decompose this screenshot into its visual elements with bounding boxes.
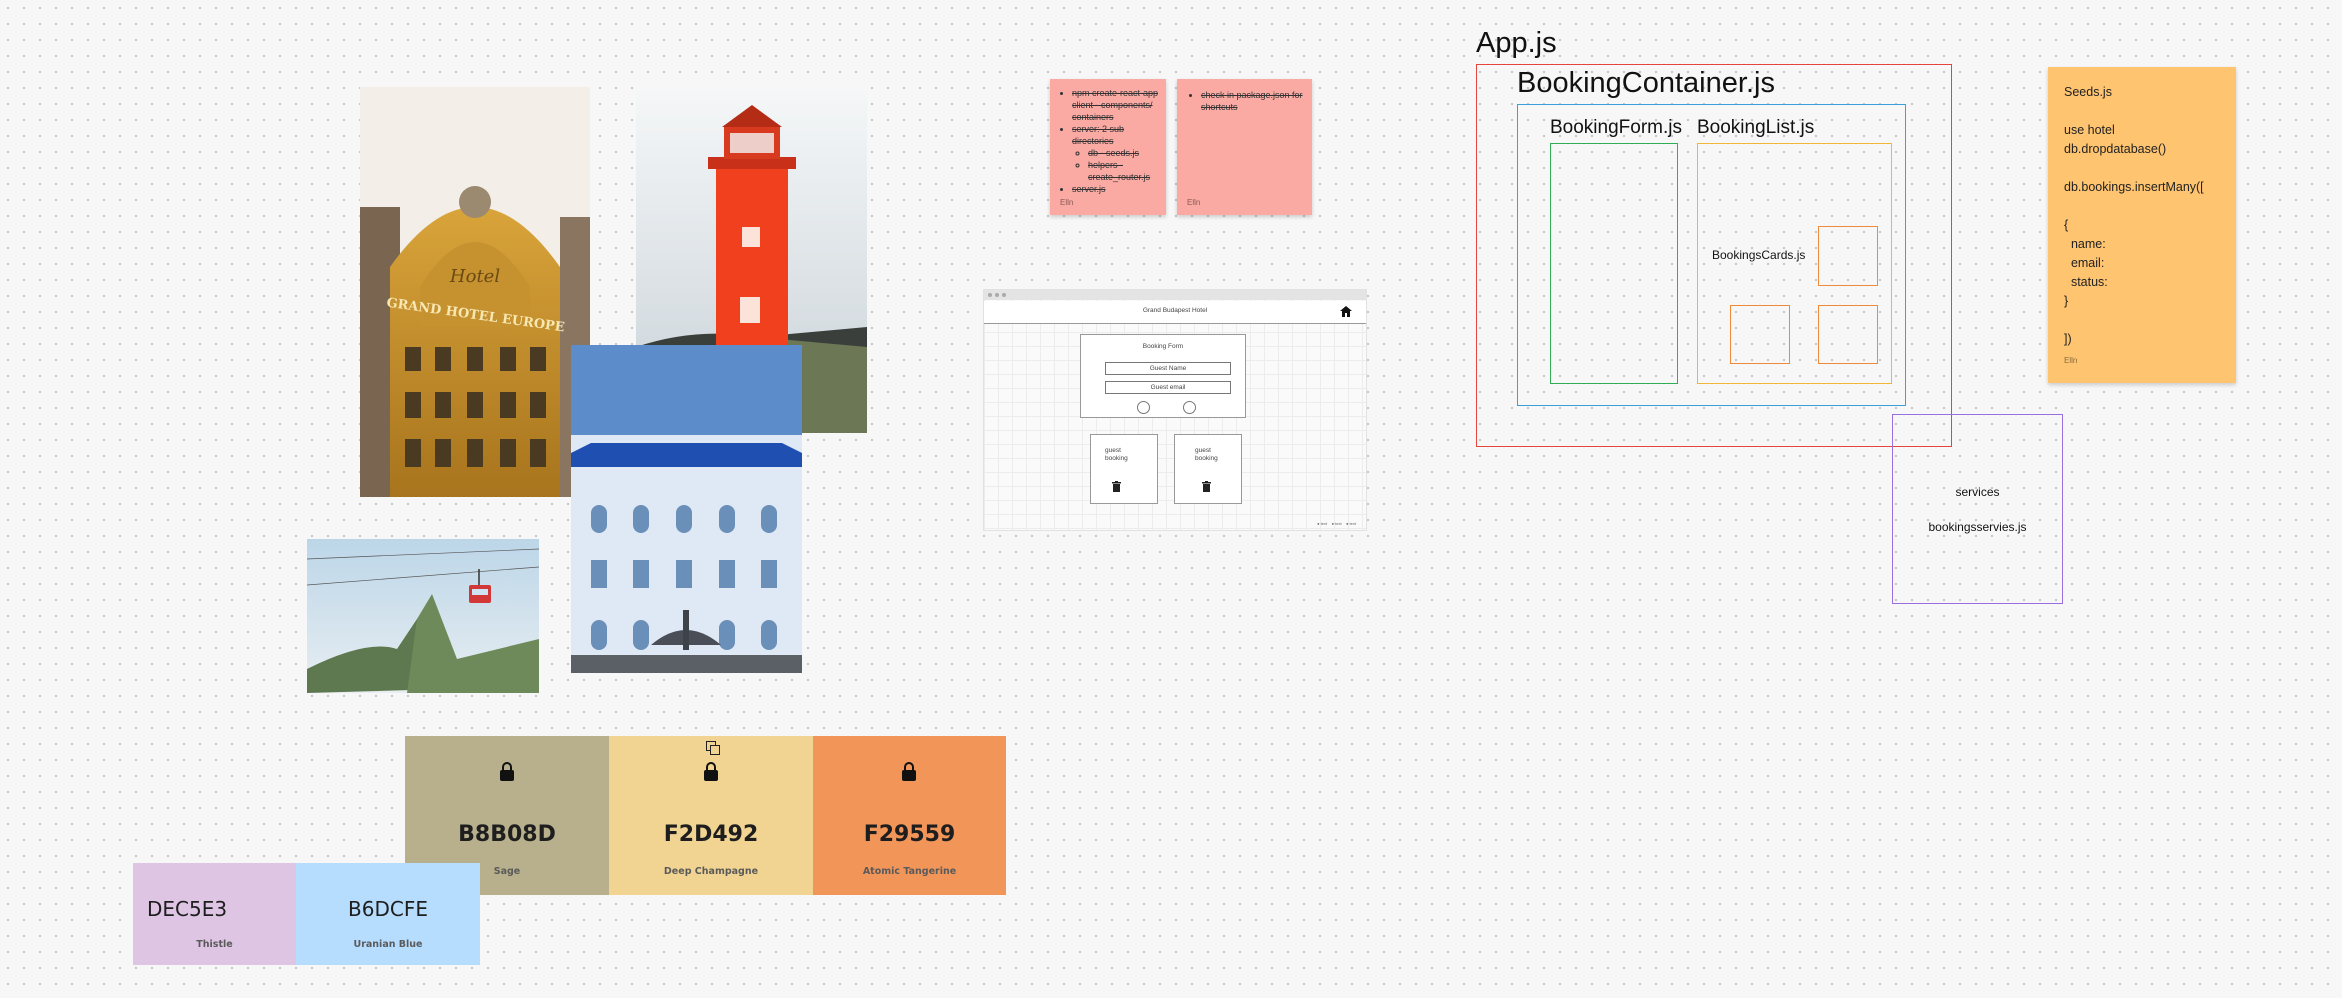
hotel-sign-text: Hotel [449,266,500,287]
seeds-code: Seeds.js use hotel db.dropdatabase() db.b… [2064,83,2204,349]
seeds-code-line: Seeds.js [2064,85,2112,99]
seeds-code-line [2064,159,2204,178]
booking-form-title[interactable]: BookingForm.js [1550,117,1682,138]
wireframe-header-title: Grand Budapest Hotel [1142,307,1208,314]
sticky-author: Elln [1060,198,1074,207]
services-frame[interactable]: services bookingsservies.js [1892,414,2063,604]
wireframe-titlebar [984,290,1366,300]
swatch-atomic-tangerine[interactable]: F29559 Atomic Tangerine [813,736,1006,895]
wireframe-window[interactable]: Grand Budapest Hotel Booking Form Guest … [983,289,1367,531]
booking-card-frame[interactable] [1818,305,1878,364]
wireframe-name-input[interactable]: Guest Name [1105,362,1231,375]
setup-note-item: server: 2 sub directories [1072,123,1160,147]
hotel-europe-photo[interactable]: Hotel GRAND HOTEL EUROPE [360,87,590,497]
seeds-code-line: db.dropdatabase() [2064,142,2167,156]
setup-note-subitem: db - seeds.js [1088,147,1160,159]
swatch-deep-champagne[interactable]: F2D492 Deep Champagne [609,736,813,895]
hotel-europe-illustration: Hotel GRAND HOTEL EUROPE [360,87,590,497]
seeds-code-line: status: [2064,275,2108,289]
swatch-hex: F2D492 [663,822,759,847]
blue-hotel-illustration [571,345,802,673]
shortcut-note-item: check in package.json for shortcuts [1201,89,1304,113]
wireframe-radio[interactable] [1137,401,1150,414]
seeds-code-line [2064,197,2204,216]
swatch-name: Uranian Blue [353,939,423,950]
lock-icon[interactable] [500,762,514,781]
seeds-code-line: { [2064,218,2069,232]
seeds-code-line [2064,311,2204,330]
wireframe-card-label: guest booking [1105,447,1128,462]
setup-note-item: server.js [1072,183,1160,195]
wireframe-form-title: Booking Form [1142,343,1184,350]
app-js-title[interactable]: App.js [1476,27,1557,59]
wireframe-footer-link[interactable]: ● text [1331,521,1342,526]
cable-car-illustration [307,539,539,693]
wireframe-footer-link[interactable]: ● text [1317,521,1328,526]
seeds-code-line: ]) [2064,332,2072,346]
blue-hotel-photo[interactable] [571,345,802,673]
shortcut-note-list: check in package.json for shortcuts [1177,79,1312,113]
trash-icon[interactable] [1202,481,1211,492]
seeds-code-line [2064,102,2204,121]
sticky-setup-notes[interactable]: npm create-react-app client - components… [1050,79,1166,215]
seeds-code-line: } [2064,294,2069,308]
services-title: services [1955,485,2000,499]
swatch-hex: DEC5E3 [147,897,228,921]
wireframe-radio[interactable] [1183,401,1196,414]
swatch-hex: B8B08D [458,822,556,847]
booking-container-title[interactable]: BookingContainer.js [1517,67,1775,99]
trash-icon[interactable] [1112,481,1121,492]
wireframe-email-input[interactable]: Guest email [1105,381,1231,394]
swatch-name: Thistle [196,939,233,950]
seeds-code-line: name: [2064,237,2106,251]
wireframe-booking-card: guest booking [1174,434,1242,504]
wireframe-card-label: guest booking [1195,447,1218,462]
swatch-hex: B6DCFE [348,897,428,921]
swatch-thistle[interactable]: DEC5E3 Thistle [133,863,296,965]
wireframe-booking-card: guest booking [1090,434,1158,504]
services-file: bookingsservies.js [1928,520,2027,534]
setup-notes-list: npm create-react-app client - components… [1050,79,1166,195]
seeds-code-line: db.bookings.insertMany([ [2064,180,2204,194]
lock-icon[interactable] [704,762,718,781]
cable-car-photo[interactable] [307,539,539,693]
copy-icon[interactable] [706,741,720,755]
wireframe-footer-link[interactable]: ● text [1346,521,1356,526]
booking-container-frame[interactable] [1517,104,1906,406]
wireframe-footer-links: ● text ● text ● text [1317,521,1356,526]
app-js-frame[interactable] [1476,64,1952,447]
bookings-cards-label: BookingsCards.js [1712,248,1806,262]
home-icon[interactable] [1340,306,1352,317]
swatch-name: Sage [493,866,521,877]
sticky-shortcut-note[interactable]: check in package.json for shortcuts Elln [1177,79,1312,215]
booking-form-frame[interactable] [1550,143,1678,384]
swatch-hex: F29559 [863,822,956,847]
sticky-author: Elln [1187,198,1201,207]
swatch-name: Atomic Tangerine [862,866,957,877]
wireframe-header: Grand Budapest Hotel [984,301,1366,324]
wireframe-booking-form: Booking Form Guest Name Guest email [1080,334,1246,418]
sticky-author: Elln [2064,356,2078,365]
swatch-name: Deep Champagne [663,866,759,877]
booking-list-frame[interactable]: BookingsCards.js [1697,143,1892,384]
seeds-code-line: use hotel [2064,123,2115,137]
swatch-uranian-blue[interactable]: B6DCFE Uranian Blue [296,863,480,965]
lock-icon[interactable] [902,762,916,781]
booking-card-frame[interactable] [1818,226,1878,286]
setup-note-item: npm create-react-app client - components… [1072,87,1160,123]
booking-card-frame[interactable] [1730,305,1790,364]
booking-list-title[interactable]: BookingList.js [1697,117,1815,138]
sticky-seeds[interactable]: Seeds.js use hotel db.dropdatabase() db.b… [2048,67,2236,383]
seeds-code-line: email: [2064,256,2105,270]
setup-note-subitem: helpers - create_router.js [1088,159,1160,183]
setup-notes-sublist: db - seeds.js helpers - create_router.js [1072,147,1160,183]
